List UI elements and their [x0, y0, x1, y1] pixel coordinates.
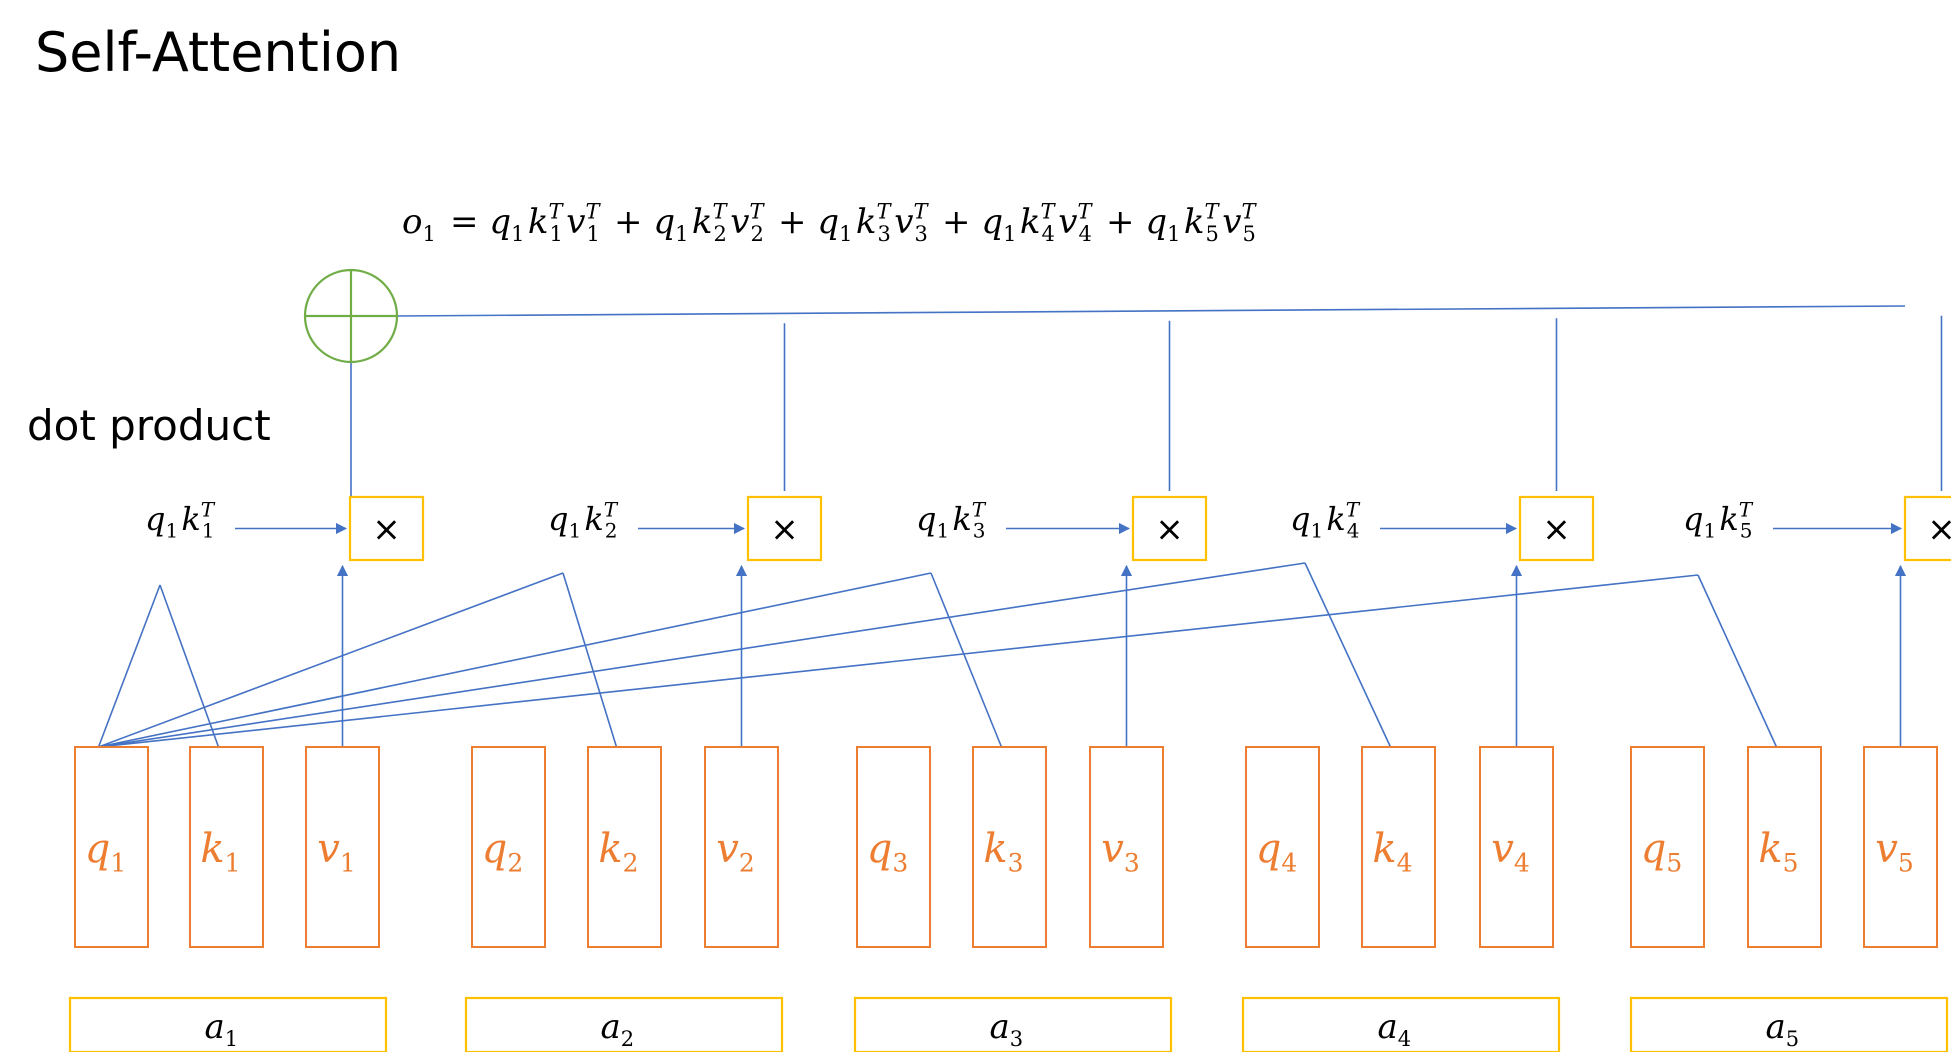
input-label-a3: a3	[989, 1007, 1026, 1051]
vector-box-k4	[1361, 746, 1436, 948]
vector-label-v3: v3	[1101, 826, 1144, 878]
multiply-icon: ×	[1542, 510, 1571, 550]
vector-label-q4: q4	[1256, 826, 1302, 878]
vector-label-q3: q3	[867, 826, 913, 878]
wedge-k-line-2	[562, 572, 618, 748]
vector-box-k2	[587, 746, 662, 948]
vector-box-q5	[1630, 746, 1705, 948]
vector-box-q2	[471, 746, 546, 948]
sum-bus-line	[396, 305, 1906, 317]
wedge-k-line-5	[1697, 574, 1778, 748]
input-box-a4	[1241, 996, 1561, 1052]
wedge-k-line-1	[159, 584, 220, 748]
vector-label-k4: k4	[1372, 826, 1416, 878]
wedge-q1-line-4	[98, 562, 1306, 748]
vector-label-v2: v2	[716, 826, 759, 878]
page-title: Self-Attention	[35, 21, 402, 84]
vector-box-k1	[189, 746, 264, 948]
vector-box-q3	[856, 746, 931, 948]
multiply-icon: ×	[1927, 510, 1951, 550]
wedge-q1-line-3	[98, 572, 932, 748]
vector-label-v5: v5	[1875, 826, 1918, 878]
vector-box-q1	[74, 746, 149, 948]
vector-label-v4: v4	[1491, 826, 1534, 878]
multiply-box-5	[1903, 495, 1951, 562]
input-box-a3	[853, 996, 1173, 1052]
vector-label-k3: k3	[983, 826, 1027, 878]
vector-label-k5: k5	[1758, 826, 1802, 878]
input-box-a2	[464, 996, 784, 1052]
vector-box-k3	[972, 746, 1047, 948]
vector-label-q1: q1	[85, 826, 131, 878]
vector-label-q5: q5	[1641, 826, 1687, 878]
input-label-a4: a4	[1377, 1007, 1414, 1051]
vector-box-v3	[1089, 746, 1164, 948]
multiply-box-4	[1518, 495, 1595, 562]
vector-label-k2: k2	[598, 826, 642, 878]
wedge-k-line-3	[930, 572, 1003, 748]
vector-box-v1	[305, 746, 380, 948]
vector-label-k1: k1	[200, 826, 244, 878]
input-box-a5	[1629, 996, 1949, 1052]
multiply-icon: ×	[770, 510, 799, 550]
wedge-k-line-4	[1304, 562, 1392, 748]
input-label-a5: a5	[1765, 1007, 1802, 1051]
input-box-a1	[68, 996, 388, 1052]
wedge-q1-line-5	[98, 574, 1699, 748]
vector-box-v5	[1863, 746, 1938, 948]
vector-label-v1: v1	[317, 826, 360, 878]
vector-box-v4	[1479, 746, 1554, 948]
multiply-icon: ×	[372, 510, 401, 550]
input-label-a2: a2	[600, 1007, 637, 1051]
wedge-q1-line-1	[97, 584, 161, 748]
input-label-a1: a1	[204, 1007, 241, 1051]
multiply-box-3	[1131, 495, 1208, 562]
vector-label-q2: q2	[482, 826, 528, 878]
multiply-box-2	[746, 495, 823, 562]
wedge-q1-line-2	[98, 572, 564, 748]
vector-box-q4	[1245, 746, 1320, 948]
vector-box-v2	[704, 746, 779, 948]
multiply-icon: ×	[1155, 510, 1184, 550]
dot-product-label: dot product	[27, 401, 271, 450]
multiply-box-1	[348, 495, 425, 562]
vector-box-k5	[1747, 746, 1822, 948]
